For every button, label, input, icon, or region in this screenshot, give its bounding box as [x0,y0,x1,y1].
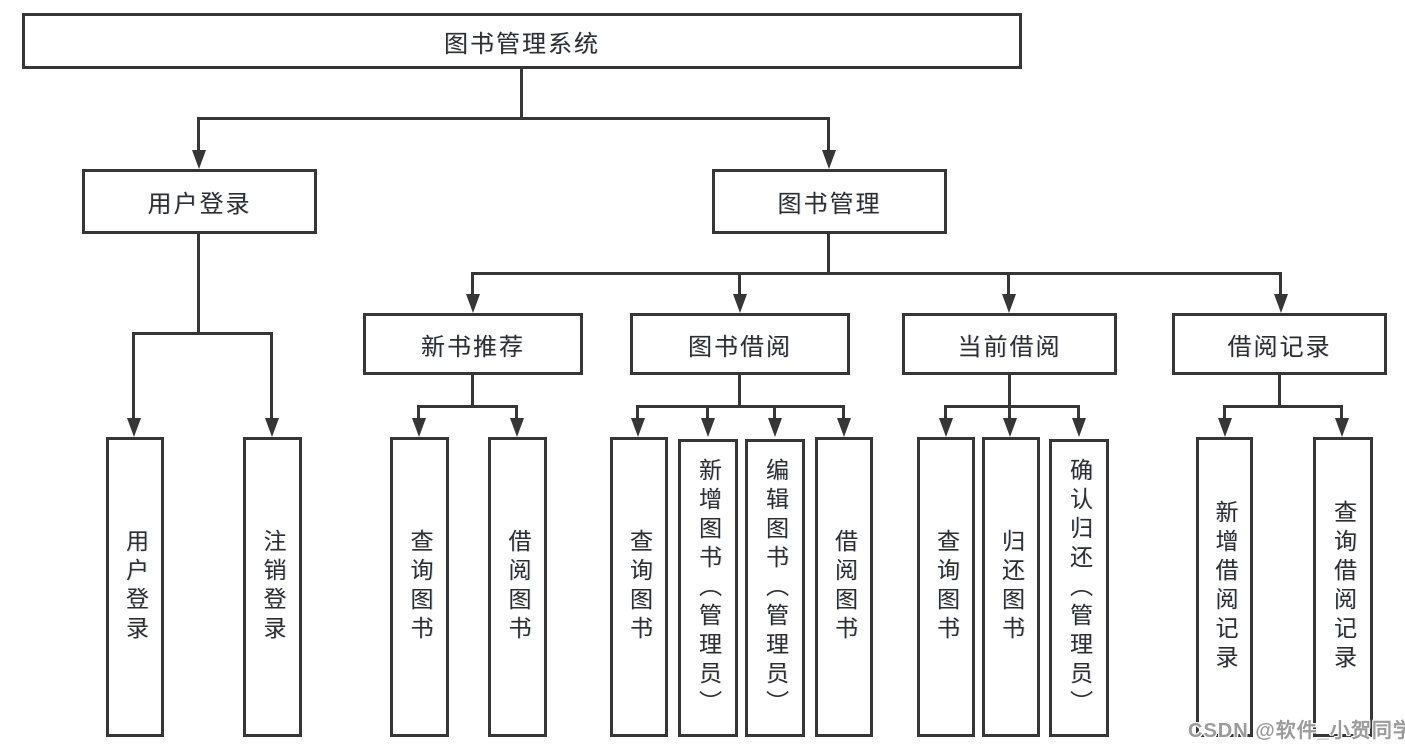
leaf-label: 编辑图书（管理员） [762,457,789,719]
arrowhead-icon [127,418,141,437]
node-book-borrowing: 图书借阅 [630,313,850,375]
arrowhead-icon [192,150,206,169]
leaf-label: 新增借阅记录 [1212,500,1238,674]
connector-line [1223,405,1343,408]
leaf-user-login: 用户登录 [106,437,164,737]
connector-line [417,405,518,408]
arrowhead-icon [265,418,279,437]
arrowhead-icon [1274,294,1288,313]
connector-line [636,405,845,408]
leaf-add-borrow-record: 新增借阅记录 [1196,437,1253,737]
connector-line [471,272,474,296]
arrowhead-icon [1218,418,1232,437]
connector-line [1007,272,1010,296]
node-library-management-system: 图书管理系统 [22,13,1022,69]
csdn-watermark: CSDN @软件_小贺同学 [1188,720,1405,742]
connector-line [197,117,200,153]
connector-line [471,272,1282,275]
leaf-logout: 注销登录 [243,437,302,737]
leaf-label: 查询图书 [626,529,653,645]
connector-line [1278,375,1281,408]
connector-line [944,405,1080,408]
leaf-label: 查询图书 [407,529,433,645]
connector-line [706,405,709,420]
leaf-borrow-books-recommend: 借阅图书 [488,437,547,737]
node-label: 图书借阅 [688,333,792,361]
leaf-label: 归还图书 [998,529,1025,645]
arrowhead-icon [939,418,953,437]
connector-line [842,405,845,420]
connector-line [827,117,830,153]
connector-line [197,234,200,335]
arrowhead-icon [510,418,524,437]
leaf-return-books: 归还图书 [982,437,1040,737]
connector-line [1008,375,1011,408]
leaf-label: 确认归还（管理员） [1066,457,1093,719]
leaf-label: 借阅图书 [505,529,531,645]
leaf-query-books-current: 查询图书 [917,437,975,737]
connector-line [1008,405,1011,420]
connector-line [132,332,273,335]
connector-line [132,332,135,420]
arrowhead-icon [1002,294,1016,313]
leaf-label: 查询借阅记录 [1330,500,1357,674]
arrowhead-icon [768,418,782,437]
connector-line [738,272,741,296]
arrowhead-icon [701,418,715,437]
leaf-label: 借阅图书 [831,529,858,645]
arrowhead-icon [1072,418,1086,437]
node-new-book-recommend: 新书推荐 [363,313,583,375]
node-user-login: 用户登录 [82,169,317,234]
connector-line [471,375,474,408]
node-label: 用户登录 [147,191,252,218]
arrowhead-icon [733,294,747,313]
arrowhead-icon [466,294,480,313]
leaf-confirm-return-admin: 确认归还（管理员） [1049,439,1109,737]
leaf-borrow-books: 借阅图书 [815,437,873,737]
connector-line [1077,405,1080,420]
leaf-query-books-borrowing: 查询图书 [610,437,668,737]
connector-line [827,234,830,275]
connector-line [270,332,273,420]
leaf-label: 注销登录 [260,529,286,645]
node-current-borrowing: 当前借阅 [902,313,1117,375]
connector-line [197,117,830,120]
leaf-add-book-admin: 新增图书（管理员） [678,439,738,737]
arrowhead-icon [1335,418,1349,437]
leaf-edit-book-admin: 编辑图书（管理员） [745,439,805,737]
leaf-label: 新增图书（管理员） [695,457,722,719]
node-borrow-records: 借阅记录 [1172,313,1387,375]
arrowhead-icon [837,418,851,437]
connector-line [1223,405,1226,420]
connector-line [1279,272,1282,296]
connector-line [1340,405,1343,420]
connector-line [417,405,420,420]
connector-line [944,405,947,420]
leaf-query-borrow-record: 查询借阅记录 [1313,437,1373,737]
node-label: 借阅记录 [1227,333,1332,361]
arrowhead-icon [631,418,645,437]
connector-line [520,68,523,119]
connector-line [773,405,776,420]
leaf-query-books-recommend: 查询图书 [390,437,449,737]
connector-line [515,405,518,420]
node-label: 图书管理 [777,191,882,218]
arrowhead-icon [1003,418,1017,437]
node-label: 当前借阅 [957,333,1062,361]
connector-line [738,375,741,408]
node-label: 新书推荐 [421,333,525,361]
arrowhead-icon [412,418,426,437]
leaf-label: 查询图书 [933,529,960,645]
node-label: 图书管理系统 [444,30,600,58]
connector-line [636,405,639,420]
leaf-label: 用户登录 [122,529,149,645]
node-book-management: 图书管理 [712,169,947,234]
arrowhead-icon [822,150,836,169]
